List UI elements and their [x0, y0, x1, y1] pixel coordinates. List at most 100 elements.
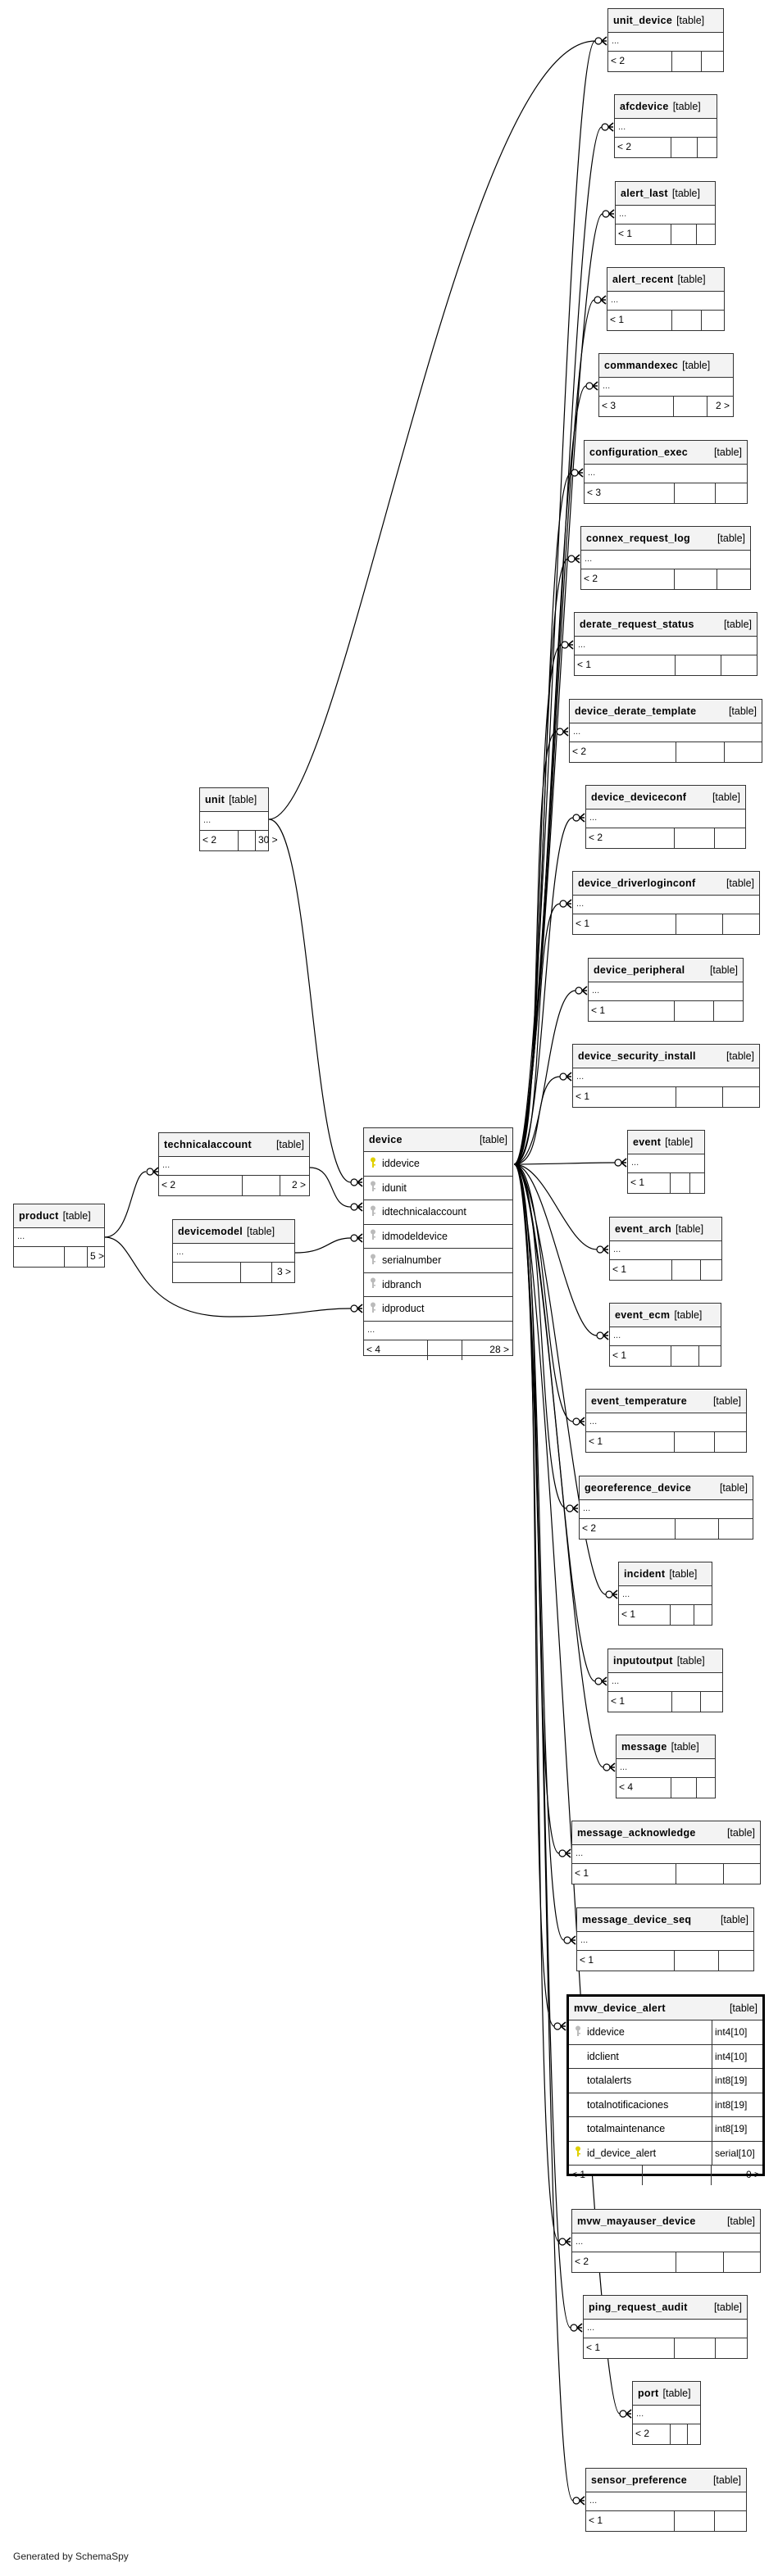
parents-count[interactable]: < 1 — [569, 2166, 643, 2185]
table-alert-last[interactable]: alert_last[table]...< 1 — [615, 181, 716, 245]
table-name[interactable]: ping_request_audit — [589, 2302, 688, 2313]
table-name[interactable]: commandexec — [604, 360, 679, 371]
children-count[interactable] — [723, 1087, 758, 1107]
table-message-device-seq[interactable]: message_device_seq[table]...< 1 — [576, 1907, 754, 1971]
table-product[interactable]: product[table]...5 > — [13, 1204, 105, 1268]
table-name[interactable]: afcdevice — [620, 101, 669, 112]
table-header[interactable]: alert_last[table] — [616, 182, 715, 206]
parents-count[interactable]: < 2 — [580, 1519, 676, 1539]
table-event-ecm[interactable]: event_ecm[table]...< 1 — [609, 1303, 721, 1367]
table-event-temperature[interactable]: event_temperature[table]...< 1 — [585, 1389, 747, 1453]
children-count[interactable] — [715, 2511, 745, 2531]
table-alert-recent[interactable]: alert_recent[table]...< 1 — [607, 267, 725, 331]
table-name[interactable]: incident — [624, 1568, 666, 1580]
children-count[interactable] — [719, 1519, 752, 1539]
children-count[interactable] — [699, 1346, 720, 1366]
children-count[interactable]: 30 > — [258, 834, 278, 846]
parents-count[interactable]: < 1 — [608, 1692, 672, 1712]
children-count[interactable] — [717, 569, 749, 589]
children-count[interactable] — [715, 1432, 745, 1452]
parents-count[interactable]: < 4 — [364, 1340, 428, 1360]
children-count[interactable]: 2 > — [291, 1179, 306, 1190]
table-header[interactable]: message_acknowledge[table] — [572, 1821, 760, 1845]
table-name[interactable]: inputoutput — [613, 1655, 673, 1667]
table-name[interactable]: alert_last — [621, 188, 668, 199]
table-header[interactable]: afcdevice[table] — [615, 95, 717, 119]
parents-count[interactable]: < 2 — [200, 831, 239, 850]
table-sensor-preference[interactable]: sensor_preference[table]...< 1 — [585, 2468, 747, 2532]
table-header[interactable]: device_derate_template[table] — [570, 700, 762, 723]
table-header[interactable]: mvw_device_alert[table] — [569, 1997, 762, 2020]
table-header[interactable]: message[table] — [616, 1735, 715, 1759]
table-name[interactable]: georeference_device — [585, 1482, 692, 1494]
children-count[interactable] — [690, 1173, 703, 1193]
children-count[interactable]: 28 > — [489, 1343, 509, 1355]
parents-count[interactable]: < 2 — [581, 569, 675, 589]
table-afcdevice[interactable]: afcdevice[table]...< 2 — [614, 94, 717, 158]
table-devicemodel[interactable]: devicemodel[table]...3 > — [172, 1219, 295, 1283]
parents-count[interactable]: < 1 — [577, 1951, 675, 1971]
table-header[interactable]: mvw_mayauser_device[table] — [572, 2210, 760, 2234]
table-name[interactable]: unit — [205, 794, 225, 805]
table-name[interactable]: message_acknowledge — [577, 1827, 696, 1839]
parents-count[interactable]: < 1 — [610, 1260, 672, 1280]
table-device-security-install[interactable]: device_security_install[table]...< 1 — [572, 1044, 760, 1108]
parents-count[interactable]: < 2 — [615, 138, 671, 157]
table-header[interactable]: incident[table] — [619, 1562, 712, 1586]
parents-count[interactable]: < 1 — [584, 2338, 675, 2358]
children-count[interactable] — [716, 2338, 746, 2358]
parents-count[interactable]: < 1 — [575, 655, 676, 675]
table-name[interactable]: event_arch — [615, 1223, 672, 1235]
children-count[interactable]: 5 > — [90, 1250, 105, 1262]
parents-count[interactable]: < 1 — [619, 1605, 671, 1625]
children-count[interactable]: 3 > — [276, 1266, 291, 1277]
table-name[interactable]: message — [621, 1741, 667, 1753]
table-name[interactable]: message_device_seq — [582, 1914, 692, 1925]
parents-count[interactable]: < 1 — [616, 224, 671, 244]
children-count[interactable] — [697, 1778, 714, 1798]
children-count[interactable] — [697, 224, 714, 244]
children-count[interactable] — [723, 914, 758, 934]
parents-count[interactable]: < 3 — [599, 397, 674, 416]
table-header[interactable]: sensor_preference[table] — [586, 2469, 746, 2492]
table-name[interactable]: port — [638, 2388, 659, 2399]
table-header[interactable]: configuration_exec[table] — [585, 441, 747, 465]
table-message-acknowledge[interactable]: message_acknowledge[table]...< 1 — [571, 1821, 761, 1884]
table-name[interactable]: device — [369, 1134, 403, 1145]
parents-count[interactable]: < 2 — [608, 52, 672, 71]
table-name[interactable]: sensor_preference — [591, 2474, 687, 2486]
table-header[interactable]: device_security_install[table] — [573, 1045, 759, 1068]
table-name[interactable]: device_driverloginconf — [578, 878, 696, 889]
table-name[interactable]: event_temperature — [591, 1395, 687, 1407]
parents-count[interactable]: < 2 — [572, 2252, 676, 2272]
table-connex-request-log[interactable]: connex_request_log[table]...< 2 — [580, 526, 751, 590]
table-header[interactable]: event[table] — [628, 1131, 704, 1154]
table-name[interactable]: event_ecm — [615, 1309, 671, 1321]
table-header[interactable]: port[table] — [633, 2382, 700, 2406]
table-unit-device[interactable]: unit_device[table]...< 2 — [607, 8, 724, 72]
children-count[interactable] — [724, 2252, 759, 2272]
parents-count[interactable]: < 1 — [607, 311, 672, 330]
parents-count[interactable]: < 1 — [610, 1346, 671, 1366]
table-header[interactable]: technicalaccount[table] — [159, 1133, 309, 1157]
table-name[interactable]: product — [19, 1210, 59, 1222]
children-count[interactable] — [725, 742, 761, 762]
table-header[interactable]: message_device_seq[table] — [577, 1908, 753, 1932]
table-name[interactable]: devicemodel — [178, 1226, 243, 1237]
table-header[interactable]: event_temperature[table] — [586, 1390, 746, 1413]
children-count[interactable] — [701, 1692, 721, 1712]
parents-count[interactable]: < 4 — [616, 1778, 671, 1798]
table-message[interactable]: message[table]...< 4 — [616, 1735, 716, 1798]
table-header[interactable]: commandexec[table] — [599, 354, 733, 378]
column-row[interactable]: idbranch — [364, 1273, 512, 1297]
table-header[interactable]: event_ecm[table] — [610, 1304, 721, 1327]
table-name[interactable]: device_derate_template — [575, 705, 697, 717]
table-derate-request-status[interactable]: derate_request_status[table]...< 1 — [574, 612, 758, 676]
